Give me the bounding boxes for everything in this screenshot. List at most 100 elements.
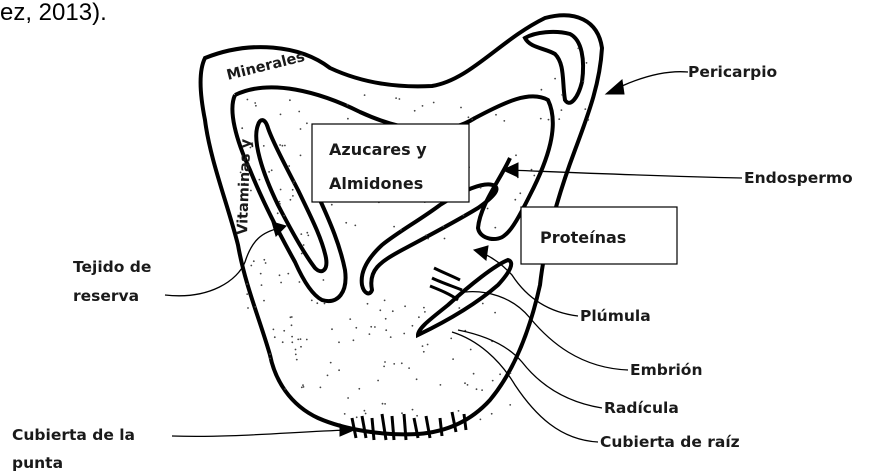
stipple-dot [338,341,340,343]
stipple-dot [384,361,386,363]
azucares-label-1: Azucares y [329,140,427,159]
stipple-dot [425,234,427,236]
stipple-dot [246,283,248,285]
pericarp-fold [525,32,583,103]
stipple-dot [269,353,271,355]
stipple-dot [390,336,392,338]
stipple-dot [384,300,386,302]
stipple-dot [316,302,318,304]
stipple-dot [395,97,397,99]
stipple-dot [292,195,294,197]
stipple-dot [482,303,484,305]
stipple-dot [345,222,347,224]
stipple-dot [338,369,340,371]
stipple-dot [470,349,472,351]
stipple-dot [255,105,257,107]
azucares-label-2: Almidones [329,174,423,193]
minerales-label: Minerales [225,49,306,84]
stipple-dot [458,307,460,309]
stipple-dot [246,293,248,295]
stipple-dot [284,388,286,390]
stipple-dot [279,144,281,146]
stipple-dot [302,384,304,386]
tejido-label-2: reserva [73,287,139,305]
stipple-dot [247,99,249,101]
stipple-dot [292,182,294,184]
stipple-dot [412,409,414,411]
stipple-dot [481,389,483,391]
stipple-dot [367,303,369,305]
stipple-dot [300,155,302,157]
stipple-dot [452,358,454,360]
endospermo-label: Endospermo [744,169,853,187]
stipple-dot [353,339,355,341]
stipple-dot [355,327,357,329]
stipple-dot [416,415,418,417]
stipple-dot [468,116,470,118]
stipple-dot [306,339,308,341]
stipple-dot [300,128,302,130]
stipple-dot [450,338,452,340]
stipple-dot [404,305,406,307]
stipple-dot [307,235,309,237]
stipple-dot [443,226,445,228]
stipple-dot [306,122,308,124]
stipple-dot [331,328,333,330]
stipple-dot [383,366,385,368]
stipple-dot [279,201,281,203]
stipple-dot [494,312,496,314]
stipple-dot [282,341,284,343]
stipple-dot [247,307,249,309]
stipple-dot [476,388,478,390]
stipple-dot [370,326,372,328]
stipple-dot [558,118,560,120]
stipple-dot [587,119,589,121]
stipple-dot [295,354,297,356]
stipple-dot [473,373,475,375]
stipple-dot [492,380,494,382]
embrion-label: Embrión [630,361,702,379]
stipple-dot [268,171,270,173]
stipple-dot [290,316,292,318]
stipple-dot [347,104,349,106]
stipple-dot [416,378,418,380]
stipple-dot [424,311,426,313]
stipple-dot [393,226,395,228]
radicle [418,260,511,335]
stipple-dot [584,108,586,110]
cubierta-punta-label-2: punta [12,454,63,472]
stipple-dot [280,114,282,116]
stipple-dot [548,119,550,121]
stipple-dot [295,349,297,351]
stipple-dot [283,215,285,217]
stipple-dot [347,118,349,120]
stipple-dot [364,410,366,412]
stipple-dot [385,329,387,331]
stipple-dot [554,78,556,80]
stipple-dot [464,382,466,384]
stipple-dot [364,94,366,96]
stipple-dot [427,344,429,346]
cubierta-raiz-label: Cubierta de raíz [600,433,740,451]
stipple-dot [293,181,295,183]
stipple-dot [288,165,290,167]
stipple-dot [427,238,429,240]
stipple-dot [320,387,322,389]
stipple-dot [519,192,521,194]
stipple-dot [423,351,425,353]
stipple-dot [509,404,511,406]
stipple-dot [369,333,371,335]
stipple-dot [273,329,275,331]
stipple-dot [253,260,255,262]
stipple-dot [303,244,305,246]
stipple-dot [271,169,273,171]
stipple-dot [423,307,425,309]
stipple-dot [384,403,386,405]
stipple-dot [382,403,384,405]
stipple-dot [287,273,289,275]
stipple-dot [403,333,405,335]
stipple-dot [583,81,585,83]
stipple-dot [279,203,281,205]
stipple-dot [467,384,469,386]
stipple-dot [510,372,512,374]
